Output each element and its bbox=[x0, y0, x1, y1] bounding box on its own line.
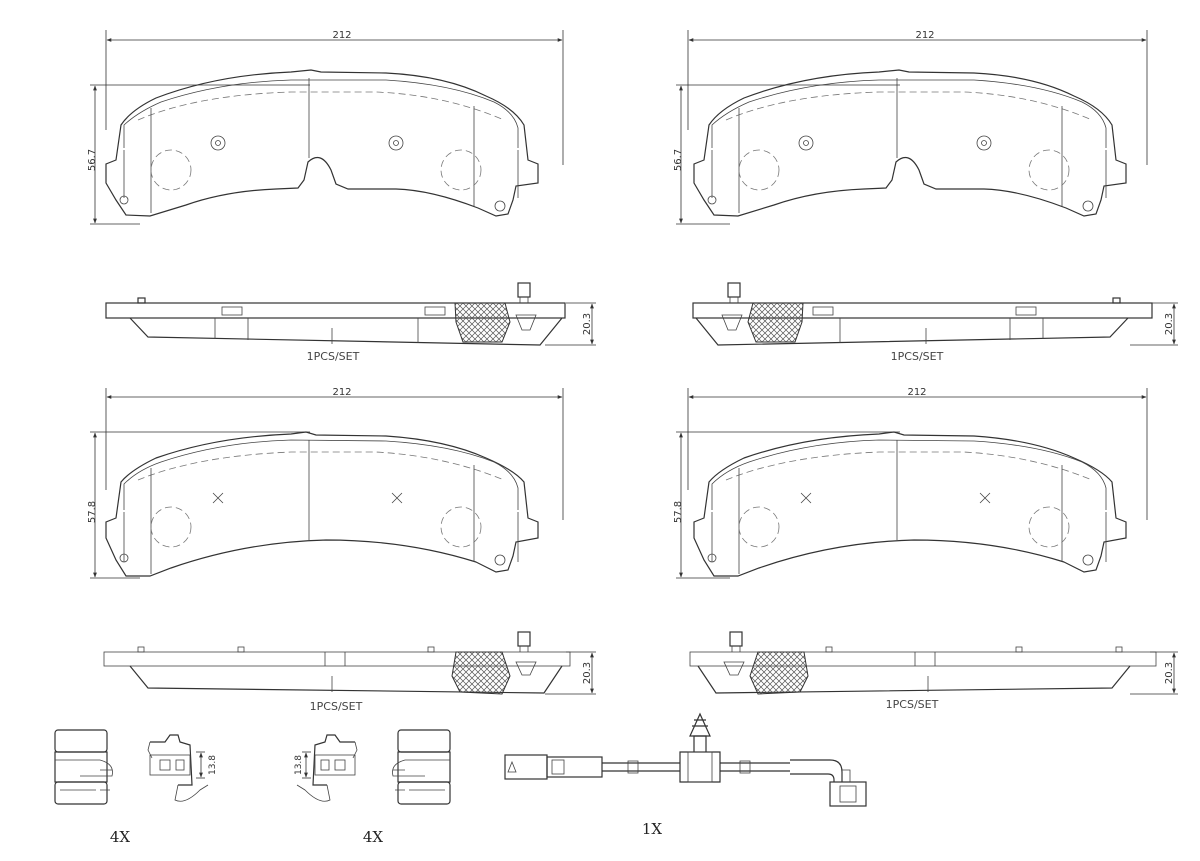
clip-set-2-quantity-label: 4X bbox=[363, 828, 384, 846]
pad-3-side-view bbox=[103, 631, 571, 695]
wear-sensor: 1X bbox=[504, 712, 867, 838]
sensor-connector bbox=[504, 754, 548, 780]
pad-4-width-label: 212 bbox=[907, 387, 926, 398]
sensor-cable-bend bbox=[790, 759, 843, 782]
sensor-wire-left bbox=[602, 762, 680, 772]
sensor-push-clip bbox=[689, 712, 711, 737]
clip-set-1: 13.8 4X bbox=[54, 729, 218, 846]
pad-4: 212 57.8 20.3 1PCS/SET bbox=[673, 387, 1178, 711]
pad-4-height-label: 57.8 bbox=[673, 501, 684, 523]
pad-1-width-label: 212 bbox=[332, 30, 351, 41]
pad-1-front-view bbox=[105, 69, 539, 217]
pad-3-height-label: 57.8 bbox=[87, 501, 98, 523]
pad-2-side-view bbox=[692, 282, 1153, 346]
pad-3-thickness-label: 20.3 bbox=[582, 662, 593, 684]
pad-2-front-view bbox=[693, 69, 1127, 217]
pad-2-quantity-label: 1PCS/SET bbox=[891, 350, 944, 363]
pad-3-front-view bbox=[105, 431, 539, 577]
clip-set-1-dimension-label: 13.8 bbox=[208, 755, 218, 775]
pad-1-side-view bbox=[105, 282, 566, 346]
pad-2-width-label: 212 bbox=[915, 30, 934, 41]
sensor-tip bbox=[829, 781, 867, 807]
pad-4-front-view bbox=[693, 431, 1127, 577]
pad-4-quantity-label: 1PCS/SET bbox=[886, 698, 939, 711]
clip-set-1-drawing bbox=[54, 729, 209, 805]
clip-set-2-drawing bbox=[296, 729, 451, 805]
pad-3-quantity-label: 1PCS/SET bbox=[310, 700, 363, 713]
pad-1-thickness-label: 20.3 bbox=[582, 313, 593, 335]
pad-3: 212 57.8 20.3 1PCS/SET bbox=[87, 387, 596, 713]
clip-set-2: 13.8 4X bbox=[294, 729, 451, 846]
pad-3-width-label: 212 bbox=[332, 387, 351, 398]
pad-2-height-label: 56.7 bbox=[673, 149, 684, 171]
sensor-grommet bbox=[679, 751, 721, 783]
pad-4-thickness-label: 20.3 bbox=[1164, 662, 1175, 684]
sensor-quantity-label: 1X bbox=[642, 820, 663, 838]
pad-1-quantity-label: 1PCS/SET bbox=[307, 350, 360, 363]
pad-1: 212 56.7 20.3 1PCS/SET bbox=[87, 30, 596, 363]
sensor-wire-right bbox=[720, 762, 790, 772]
clip-set-1-quantity-label: 4X bbox=[110, 828, 131, 846]
pad-1-height-label: 56.7 bbox=[87, 149, 98, 171]
pad-2-thickness-label: 20.3 bbox=[1164, 313, 1175, 335]
sensor-plug-body bbox=[546, 756, 603, 778]
sensor-clip-stem bbox=[693, 735, 707, 752]
pad-4-side-view bbox=[689, 631, 1157, 695]
clip-set-2-dimension-label: 13.8 bbox=[294, 755, 304, 775]
pad-2: 212 56.7 20.3 1PCS/SET bbox=[673, 30, 1178, 363]
